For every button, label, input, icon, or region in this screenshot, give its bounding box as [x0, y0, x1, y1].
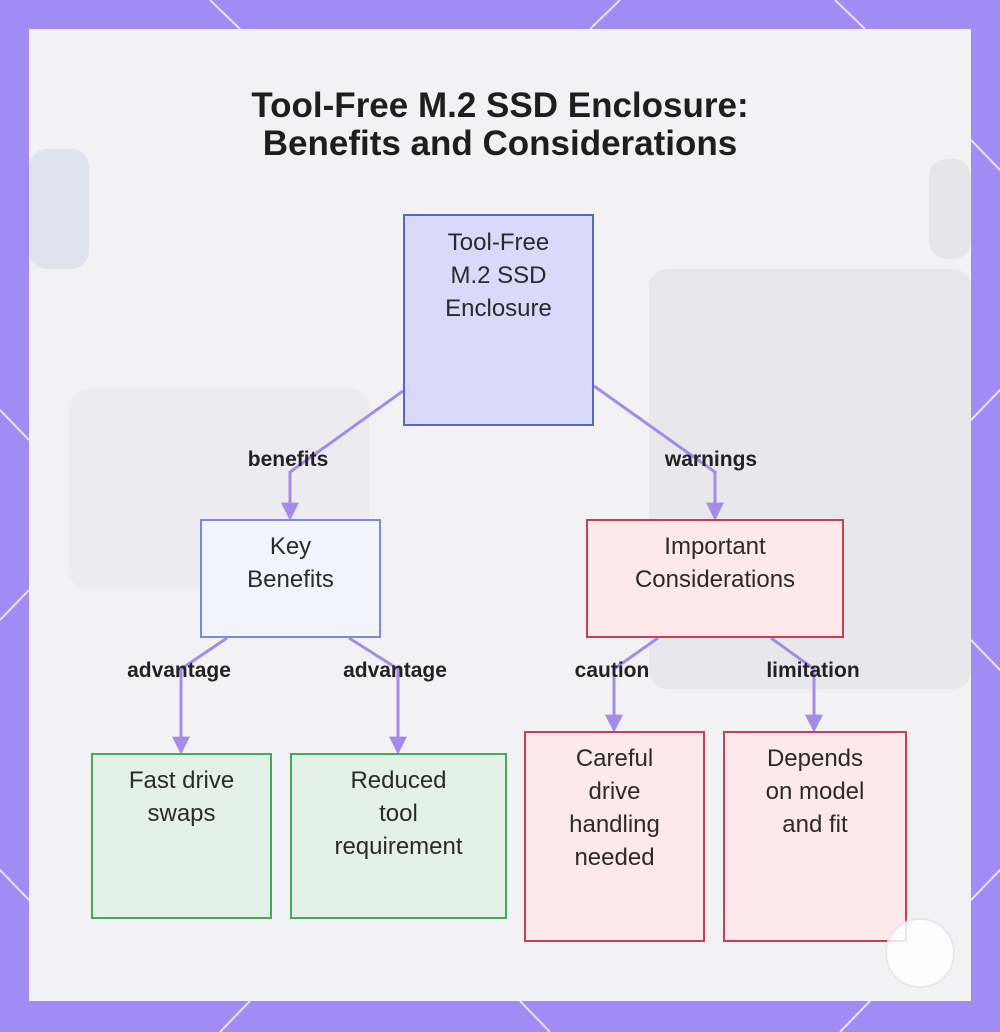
background-shape	[929, 159, 971, 259]
node-fast-swaps-line: swaps	[147, 800, 216, 827]
node-root-line: M.2 SSD	[450, 262, 547, 289]
page-title: Tool-Free M.2 SSD Enclosure: Benefits an…	[29, 87, 971, 163]
edge-label-warnings: warnings	[664, 448, 758, 471]
node-fast-swaps-line: Fast drive	[128, 767, 235, 794]
node-depends-model-line: on model	[765, 778, 865, 805]
title-line-1: Tool-Free M.2 SSD Enclosure:	[251, 86, 749, 125]
edge-advantage-1	[172, 636, 228, 755]
node-reduced-tool-line: requirement	[334, 833, 463, 860]
edge-warnings	[593, 384, 724, 521]
edge-advantage-2	[348, 636, 407, 755]
node-reduced-tool-line: tool	[379, 800, 418, 827]
edge-caution	[605, 636, 659, 733]
node-careful-handling-line: handling	[569, 811, 660, 838]
node-depends-model-line: Depends	[766, 745, 864, 772]
edge-label-advantage-2: advantage	[343, 659, 447, 682]
node-root-line: Enclosure	[445, 295, 552, 322]
node-careful-drive-handling: Careful drive handling needed	[524, 731, 705, 942]
edge-limitation	[770, 636, 823, 733]
node-key-benefits-line: Benefits	[247, 566, 334, 593]
diagram-canvas: Tool-Free M.2 SSD Enclosure: Benefits an…	[29, 29, 971, 1001]
node-careful-handling-line: drive	[588, 778, 641, 805]
connector-lines	[172, 384, 823, 755]
node-depends-on-model: Depends on model and fit	[723, 731, 907, 942]
node-reduced-tool-requirement: Reduced tool requirement	[290, 753, 507, 919]
logo-badge-icon	[885, 918, 955, 988]
title-line-2: Benefits and Considerations	[262, 124, 738, 163]
node-fast-drive-swaps: Fast drive swaps	[91, 753, 272, 919]
edge-label-advantage-1: advantage	[127, 659, 231, 682]
node-careful-handling-line: Careful	[575, 745, 654, 772]
edge-benefits	[281, 389, 404, 521]
node-root-line: Tool-Free	[447, 229, 550, 256]
node-key-benefits-line: Key	[269, 533, 312, 560]
background-shape	[29, 149, 89, 269]
node-reduced-tool-line: Reduced	[350, 767, 447, 794]
edge-label-limitation: limitation	[766, 659, 860, 682]
edge-label-caution: caution	[574, 659, 650, 682]
node-depends-model-line: and fit	[782, 811, 848, 838]
node-considerations-line: Important	[664, 533, 766, 560]
node-root: Tool-Free M.2 SSD Enclosure	[403, 214, 594, 426]
node-key-benefits: Key Benefits	[200, 519, 381, 638]
edge-label-benefits: benefits	[247, 448, 329, 471]
node-considerations-line: Considerations	[634, 566, 796, 593]
node-important-considerations: Important Considerations	[586, 519, 844, 638]
node-careful-handling-line: needed	[574, 844, 655, 871]
